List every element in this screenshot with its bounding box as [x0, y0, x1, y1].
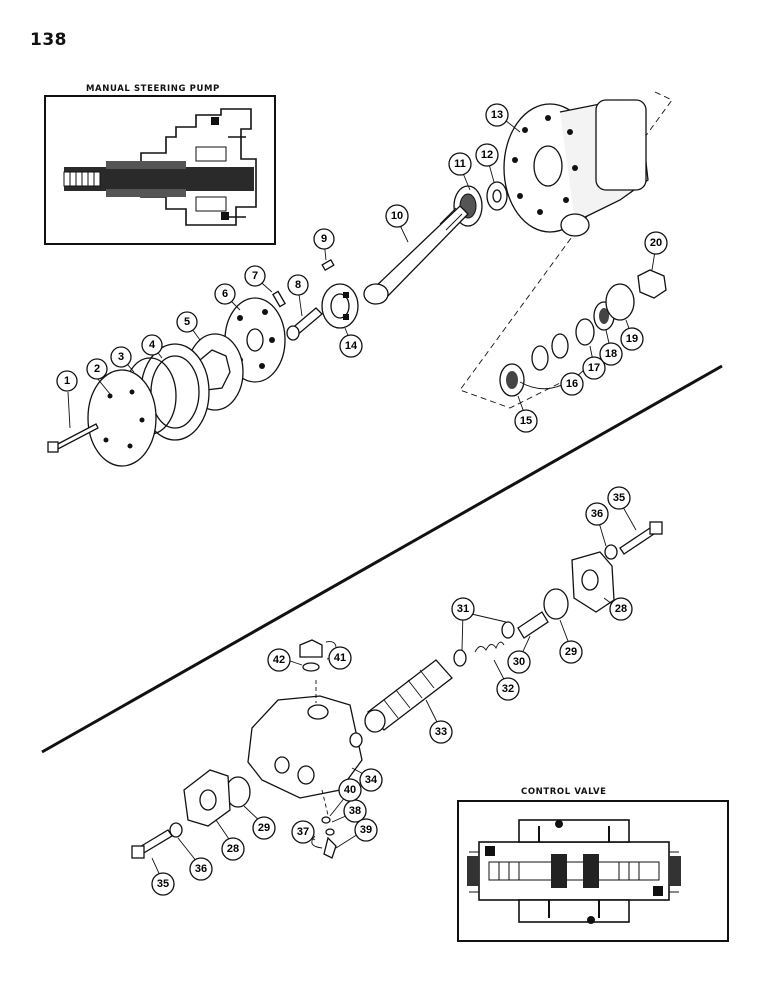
- pump-housing: [503, 99, 649, 237]
- valve-cross-section-inset: [457, 800, 729, 942]
- callout-19: 19: [620, 327, 644, 351]
- svg-text:28: 28: [615, 603, 627, 615]
- pump-cross-section-drawing: [63, 108, 257, 226]
- svg-text:38: 38: [349, 805, 361, 817]
- svg-text:19: 19: [626, 333, 638, 345]
- callout-36-right: 36: [585, 502, 609, 526]
- callout-14: 14: [339, 334, 363, 358]
- callout-10: 10: [385, 204, 409, 228]
- callout-35-left: 35: [151, 872, 175, 896]
- svg-text:2: 2: [94, 363, 100, 375]
- svg-text:35: 35: [157, 878, 169, 890]
- callout-16: 16: [560, 372, 584, 396]
- valve-inset-title: CONTROL VALVE: [521, 787, 607, 797]
- svg-text:30: 30: [513, 656, 525, 668]
- svg-text:36: 36: [195, 863, 207, 875]
- callout-33: 33: [429, 720, 453, 744]
- svg-text:15: 15: [520, 415, 532, 427]
- svg-text:9: 9: [321, 233, 327, 245]
- svg-text:35: 35: [613, 492, 625, 504]
- callout-12: 12: [475, 143, 499, 167]
- svg-text:41: 41: [334, 652, 346, 664]
- callout-30: 30: [507, 650, 531, 674]
- callout-34: 34: [359, 768, 383, 792]
- svg-text:40: 40: [344, 784, 356, 796]
- section-divider-line: [41, 364, 723, 754]
- svg-text:39: 39: [360, 824, 372, 836]
- svg-text:12: 12: [481, 149, 493, 161]
- callout-7: 7: [244, 265, 266, 287]
- svg-text:1: 1: [64, 375, 70, 387]
- callout-3: 3: [110, 346, 132, 368]
- callout-32: 32: [496, 677, 520, 701]
- callout-35-right: 35: [607, 486, 631, 510]
- svg-text:42: 42: [273, 654, 285, 666]
- callout-39: 39: [354, 818, 378, 842]
- svg-text:13: 13: [491, 109, 503, 121]
- callout-20: 20: [644, 231, 668, 255]
- callout-28-right: 28: [609, 597, 633, 621]
- svg-text:10: 10: [391, 210, 403, 222]
- callout-37: 37: [291, 820, 315, 844]
- callout-2: 2: [86, 358, 108, 380]
- svg-text:6: 6: [222, 288, 228, 300]
- svg-text:16: 16: [566, 378, 578, 390]
- svg-text:32: 32: [502, 683, 514, 695]
- callout-38: 38: [343, 799, 367, 823]
- svg-text:14: 14: [345, 340, 358, 352]
- callout-4: 4: [141, 334, 163, 356]
- svg-text:17: 17: [588, 362, 600, 374]
- callout-40: 40: [338, 778, 362, 802]
- callout-28-left: 28: [221, 837, 245, 861]
- callout-31: 31: [451, 597, 475, 621]
- svg-text:31: 31: [457, 603, 469, 615]
- callout-18: 18: [599, 342, 623, 366]
- svg-text:7: 7: [252, 270, 258, 282]
- pump-parts: [47, 99, 667, 467]
- callout-5: 5: [176, 311, 198, 333]
- svg-text:8: 8: [295, 279, 301, 291]
- callout-1: 1: [56, 370, 78, 392]
- svg-text:3: 3: [118, 351, 124, 363]
- svg-text:5: 5: [184, 316, 190, 328]
- svg-text:37: 37: [297, 826, 309, 838]
- svg-text:34: 34: [365, 774, 378, 786]
- callout-13: 13: [485, 103, 509, 127]
- svg-text:11: 11: [454, 158, 466, 170]
- svg-text:29: 29: [565, 646, 577, 658]
- callout-41: 41: [328, 646, 352, 670]
- svg-text:33: 33: [435, 726, 447, 738]
- page-number: 138: [30, 30, 67, 50]
- pump-group-outline: [459, 91, 673, 409]
- pump-cross-section-inset: [44, 95, 276, 245]
- callout-42: 42: [267, 648, 291, 672]
- svg-text:20: 20: [650, 237, 662, 249]
- callout-29-left: 29: [252, 816, 276, 840]
- callout-6: 6: [214, 283, 236, 305]
- valve-cross-section-drawing: [467, 819, 681, 924]
- callout-17: 17: [582, 356, 606, 380]
- svg-text:28: 28: [227, 843, 239, 855]
- svg-text:29: 29: [258, 822, 270, 834]
- svg-text:36: 36: [591, 508, 603, 520]
- valve-parts: [131, 521, 663, 859]
- callout-15: 15: [514, 409, 538, 433]
- callout-9: 9: [313, 228, 335, 250]
- callout-11: 11: [448, 152, 472, 176]
- callout-36-left: 36: [189, 857, 213, 881]
- svg-text:18: 18: [605, 348, 617, 360]
- callout-29-right: 29: [559, 640, 583, 664]
- pump-inset-title: MANUAL STEERING PUMP: [86, 84, 220, 94]
- callout-8: 8: [287, 274, 309, 296]
- svg-text:4: 4: [149, 339, 156, 351]
